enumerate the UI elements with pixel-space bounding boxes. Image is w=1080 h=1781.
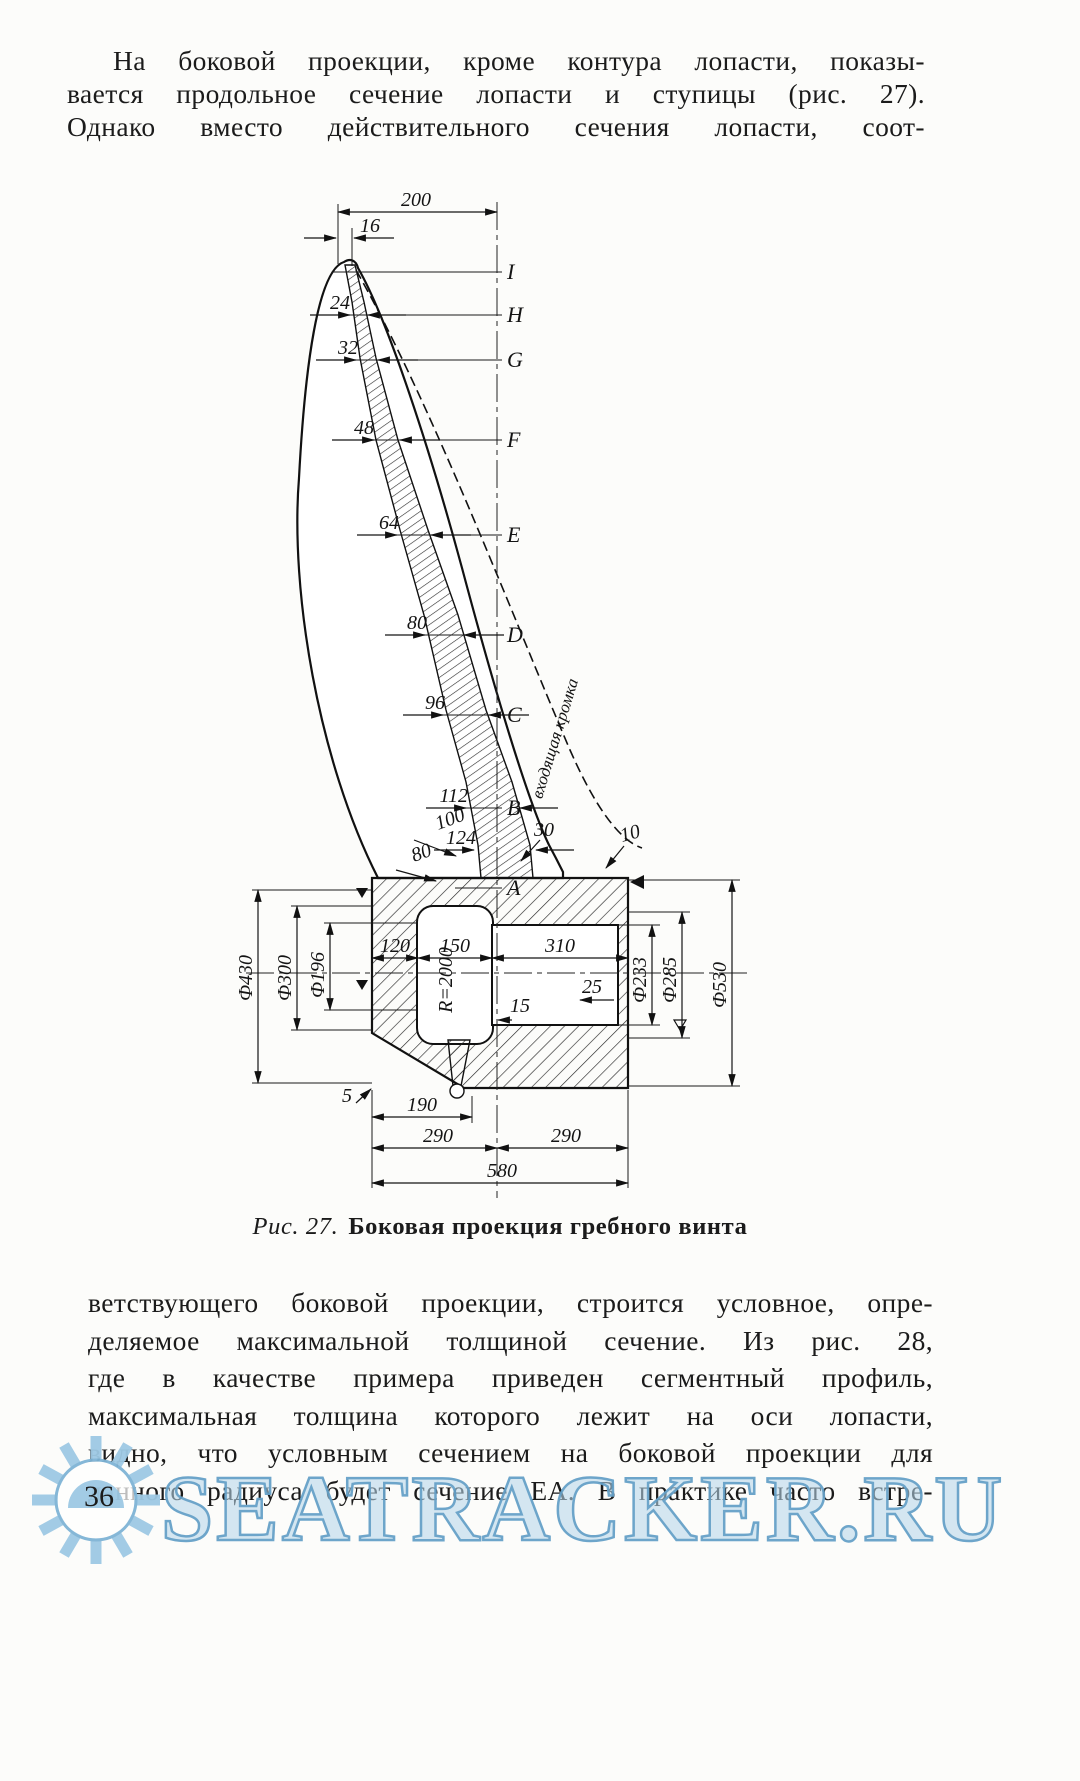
text-line: где в качестве примера приведен сегментн… [88,1362,933,1394]
dim-5: 5 [342,1085,352,1107]
dim-124: 124 [446,827,476,849]
text-line: максимальная толщина которого лежит на о… [88,1399,933,1431]
dim-290-left: 290 [423,1125,453,1147]
figure-caption: Рис. 27. Боковая проекция гребного винта [0,1213,1000,1241]
dimension-lines [252,204,740,1188]
dim-48: 48 [354,417,374,439]
section-D: D [506,622,523,647]
dim-15: 15 [510,995,530,1017]
dim-24: 24 [330,292,350,314]
text-line: видно, что условным сечением на боковой … [88,1437,933,1469]
dim-310: 310 [544,935,575,957]
section-H: H [506,302,524,327]
dim-64: 64 [379,512,399,534]
page-number: 36 [84,1480,114,1513]
section-E: E [506,522,521,547]
leading-edge-curve [355,269,643,849]
dim-16: 16 [360,215,380,237]
dim-radius: R=2000 [435,947,457,1014]
dim-f233: Ф233 [629,957,651,1003]
figure-caption-label: Рис. 27. [252,1213,339,1240]
sun-icon [32,1436,160,1564]
figure-27-drawing: 200 16 24 32 48 64 80 96 112 124 I H G F… [235,190,748,1198]
paragraph-bottom: ветствующего боковой проекции, строится … [88,1284,933,1510]
dim-10: 10 [618,820,643,846]
cone-tip [449,1083,465,1099]
text-line: данного радиуса будет сечение ЕА. В прак… [88,1474,933,1506]
text-line: На боковой проекции, кроме контура лопас… [113,45,925,76]
finish-marks [356,875,688,1032]
dim-80: 80 [407,612,427,634]
text-line: вается продольное сечение лопасти и ступ… [67,78,925,109]
figure-caption-text: Боковая проекция гребного винта [348,1213,748,1240]
paragraph-top: На боковой проекции, кроме контура лопас… [67,44,925,143]
dim-f530: Ф530 [709,962,731,1008]
text-line: деляемое максимальной толщиной сечение. … [88,1324,933,1356]
dim-112: 112 [439,785,468,807]
text-line: Однако вместо действительного сечения ло… [67,111,925,142]
shaft-bore [491,924,619,1026]
section-B: B [507,795,520,820]
text-line: ветствующего боковой проекции, строится … [88,1287,933,1318]
dim-25: 25 [582,976,602,998]
dim-96: 96 [425,692,445,714]
dim-f430: Ф430 [235,955,257,1001]
dim-32: 32 [337,337,358,359]
dim-120: 120 [380,935,410,957]
watermark-text: SEATRACKER.RU [161,1457,1005,1561]
section-F: F [506,427,521,452]
dim-290-right: 290 [551,1125,581,1147]
watermark: SEATRACKER.RU [32,1436,1005,1564]
dim-190: 190 [407,1094,437,1116]
dim-f196: Ф196 [307,952,329,998]
dim-150: 150 [440,935,470,957]
leading-edge-label: входящая кромка [527,676,582,800]
dim-f300: Ф300 [274,955,296,1001]
dim-200: 200 [401,190,431,211]
section-I: I [506,259,516,284]
dim-f285: Ф285 [659,957,681,1003]
section-C: C [507,702,522,727]
dim-30: 30 [533,819,554,841]
dim-580: 580 [487,1160,517,1182]
section-A: A [505,875,521,900]
section-G: G [507,347,523,372]
